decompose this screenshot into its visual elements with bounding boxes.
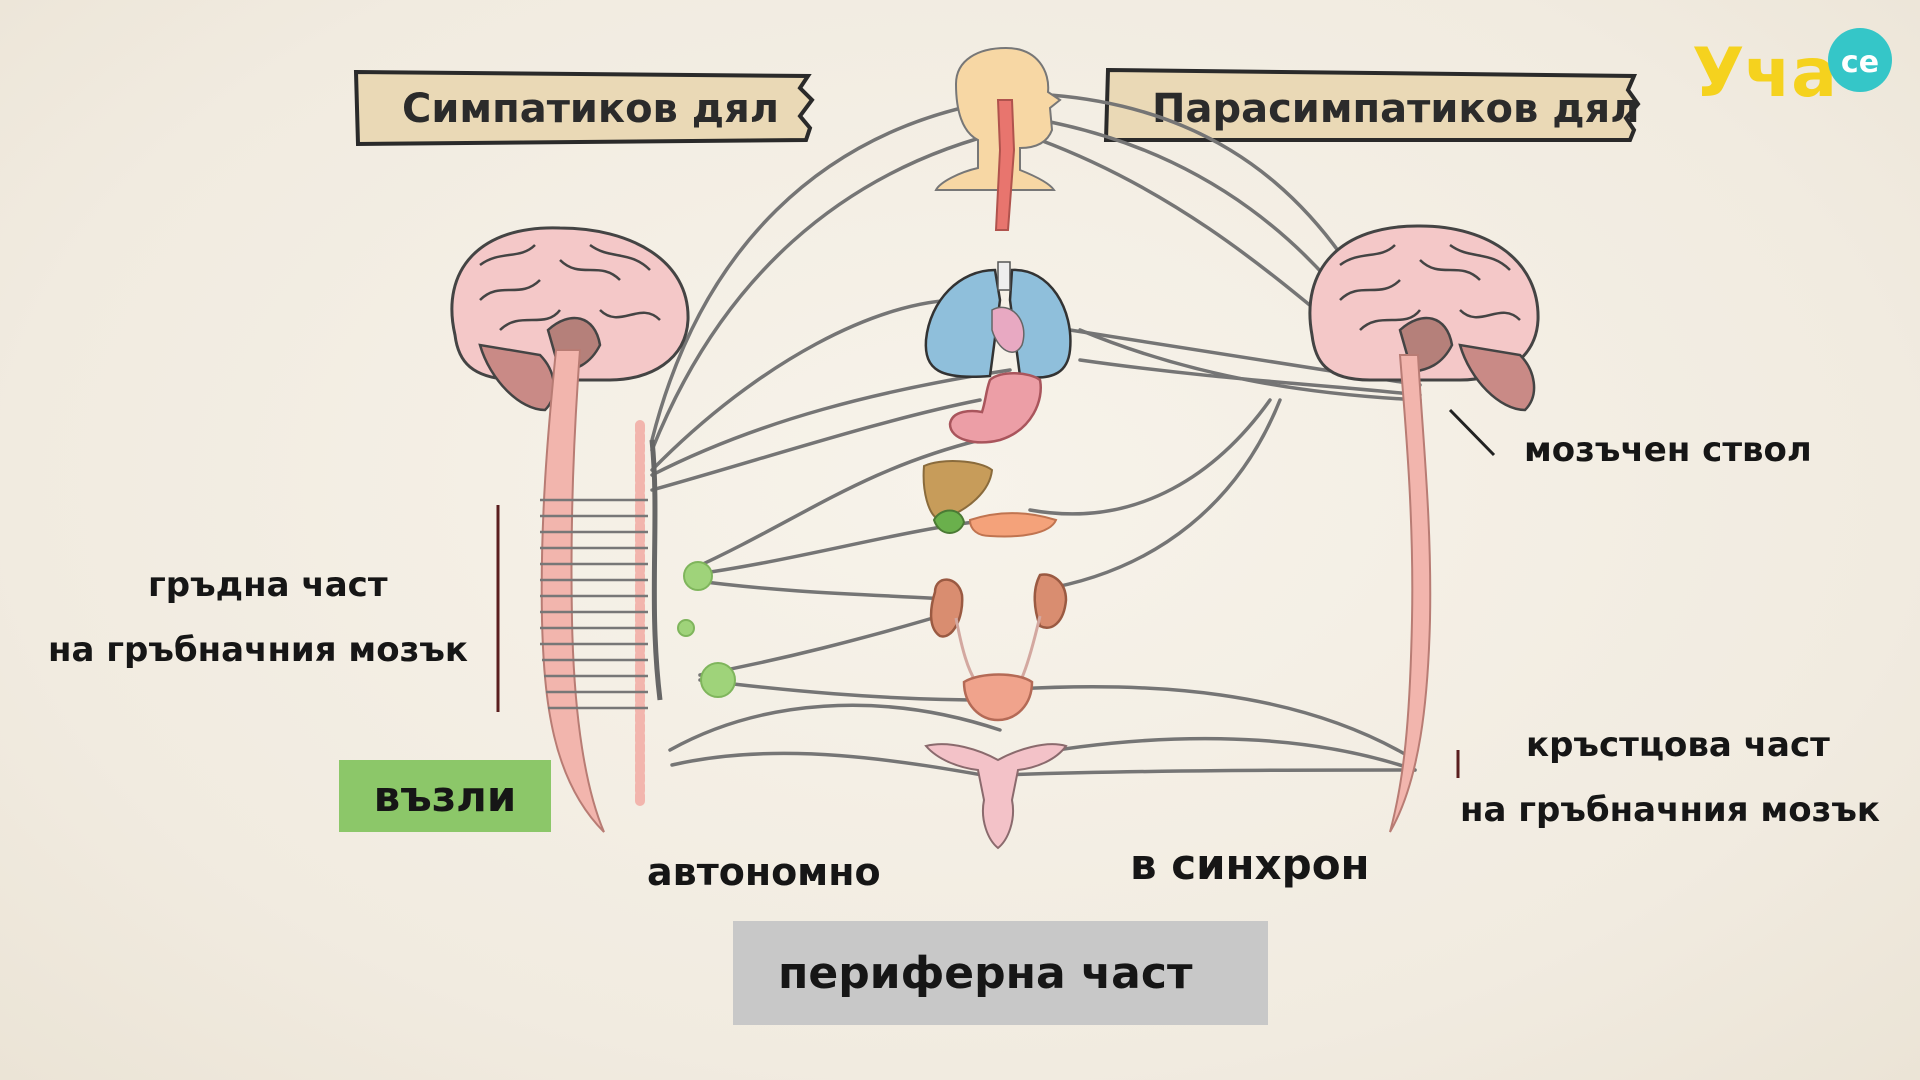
brain-icon [450, 226, 690, 412]
ganglia-box: възли [339, 760, 551, 832]
ganglion-nodes [677, 561, 736, 698]
stomach-icon [948, 372, 1042, 444]
sympathetic-chain [635, 420, 663, 810]
nerve-connections [650, 93, 1422, 782]
autonomous-label: автономно [647, 850, 881, 894]
brainstem-pointer [1448, 408, 1496, 457]
head-icon [934, 46, 1062, 231]
spinal-cord-right [1389, 354, 1432, 833]
kidneys-icon [929, 573, 1068, 683]
parasympathetic-banner: Парасимпатиков дял [1103, 67, 1641, 142]
spinal-nerves [540, 498, 648, 710]
spinal-cord-left [540, 349, 605, 833]
lungs-icon [924, 261, 1072, 379]
logo: Уча се [1692, 28, 1892, 113]
sacral-label-line2: на гръбначния мозък [1460, 790, 1880, 830]
thoracic-label-line1: гръдна част [148, 565, 388, 605]
brainstem-label: мозъчен ствол [1524, 430, 1812, 470]
sympathetic-title: Симпатиков дял [402, 86, 779, 132]
logo-text: Уча [1692, 34, 1837, 113]
uterus-icon [924, 743, 1068, 850]
in-sync-label: в синхрон [1130, 840, 1370, 889]
logo-badge-text: се [1841, 45, 1879, 80]
sympathetic-banner: Симпатиков дял [353, 69, 815, 147]
peripheral-box: периферна част [733, 921, 1268, 1025]
thoracic-label-line2: на гръбначния мозък [48, 630, 468, 670]
sacral-label-line1: кръстцова част [1526, 725, 1830, 765]
liver-icon [922, 460, 1058, 538]
parasympathetic-title: Парасимпатиков дял [1152, 86, 1640, 132]
logo-badge [1828, 28, 1892, 92]
bladder-icon [962, 673, 1034, 722]
brain-icon [1308, 224, 1540, 412]
